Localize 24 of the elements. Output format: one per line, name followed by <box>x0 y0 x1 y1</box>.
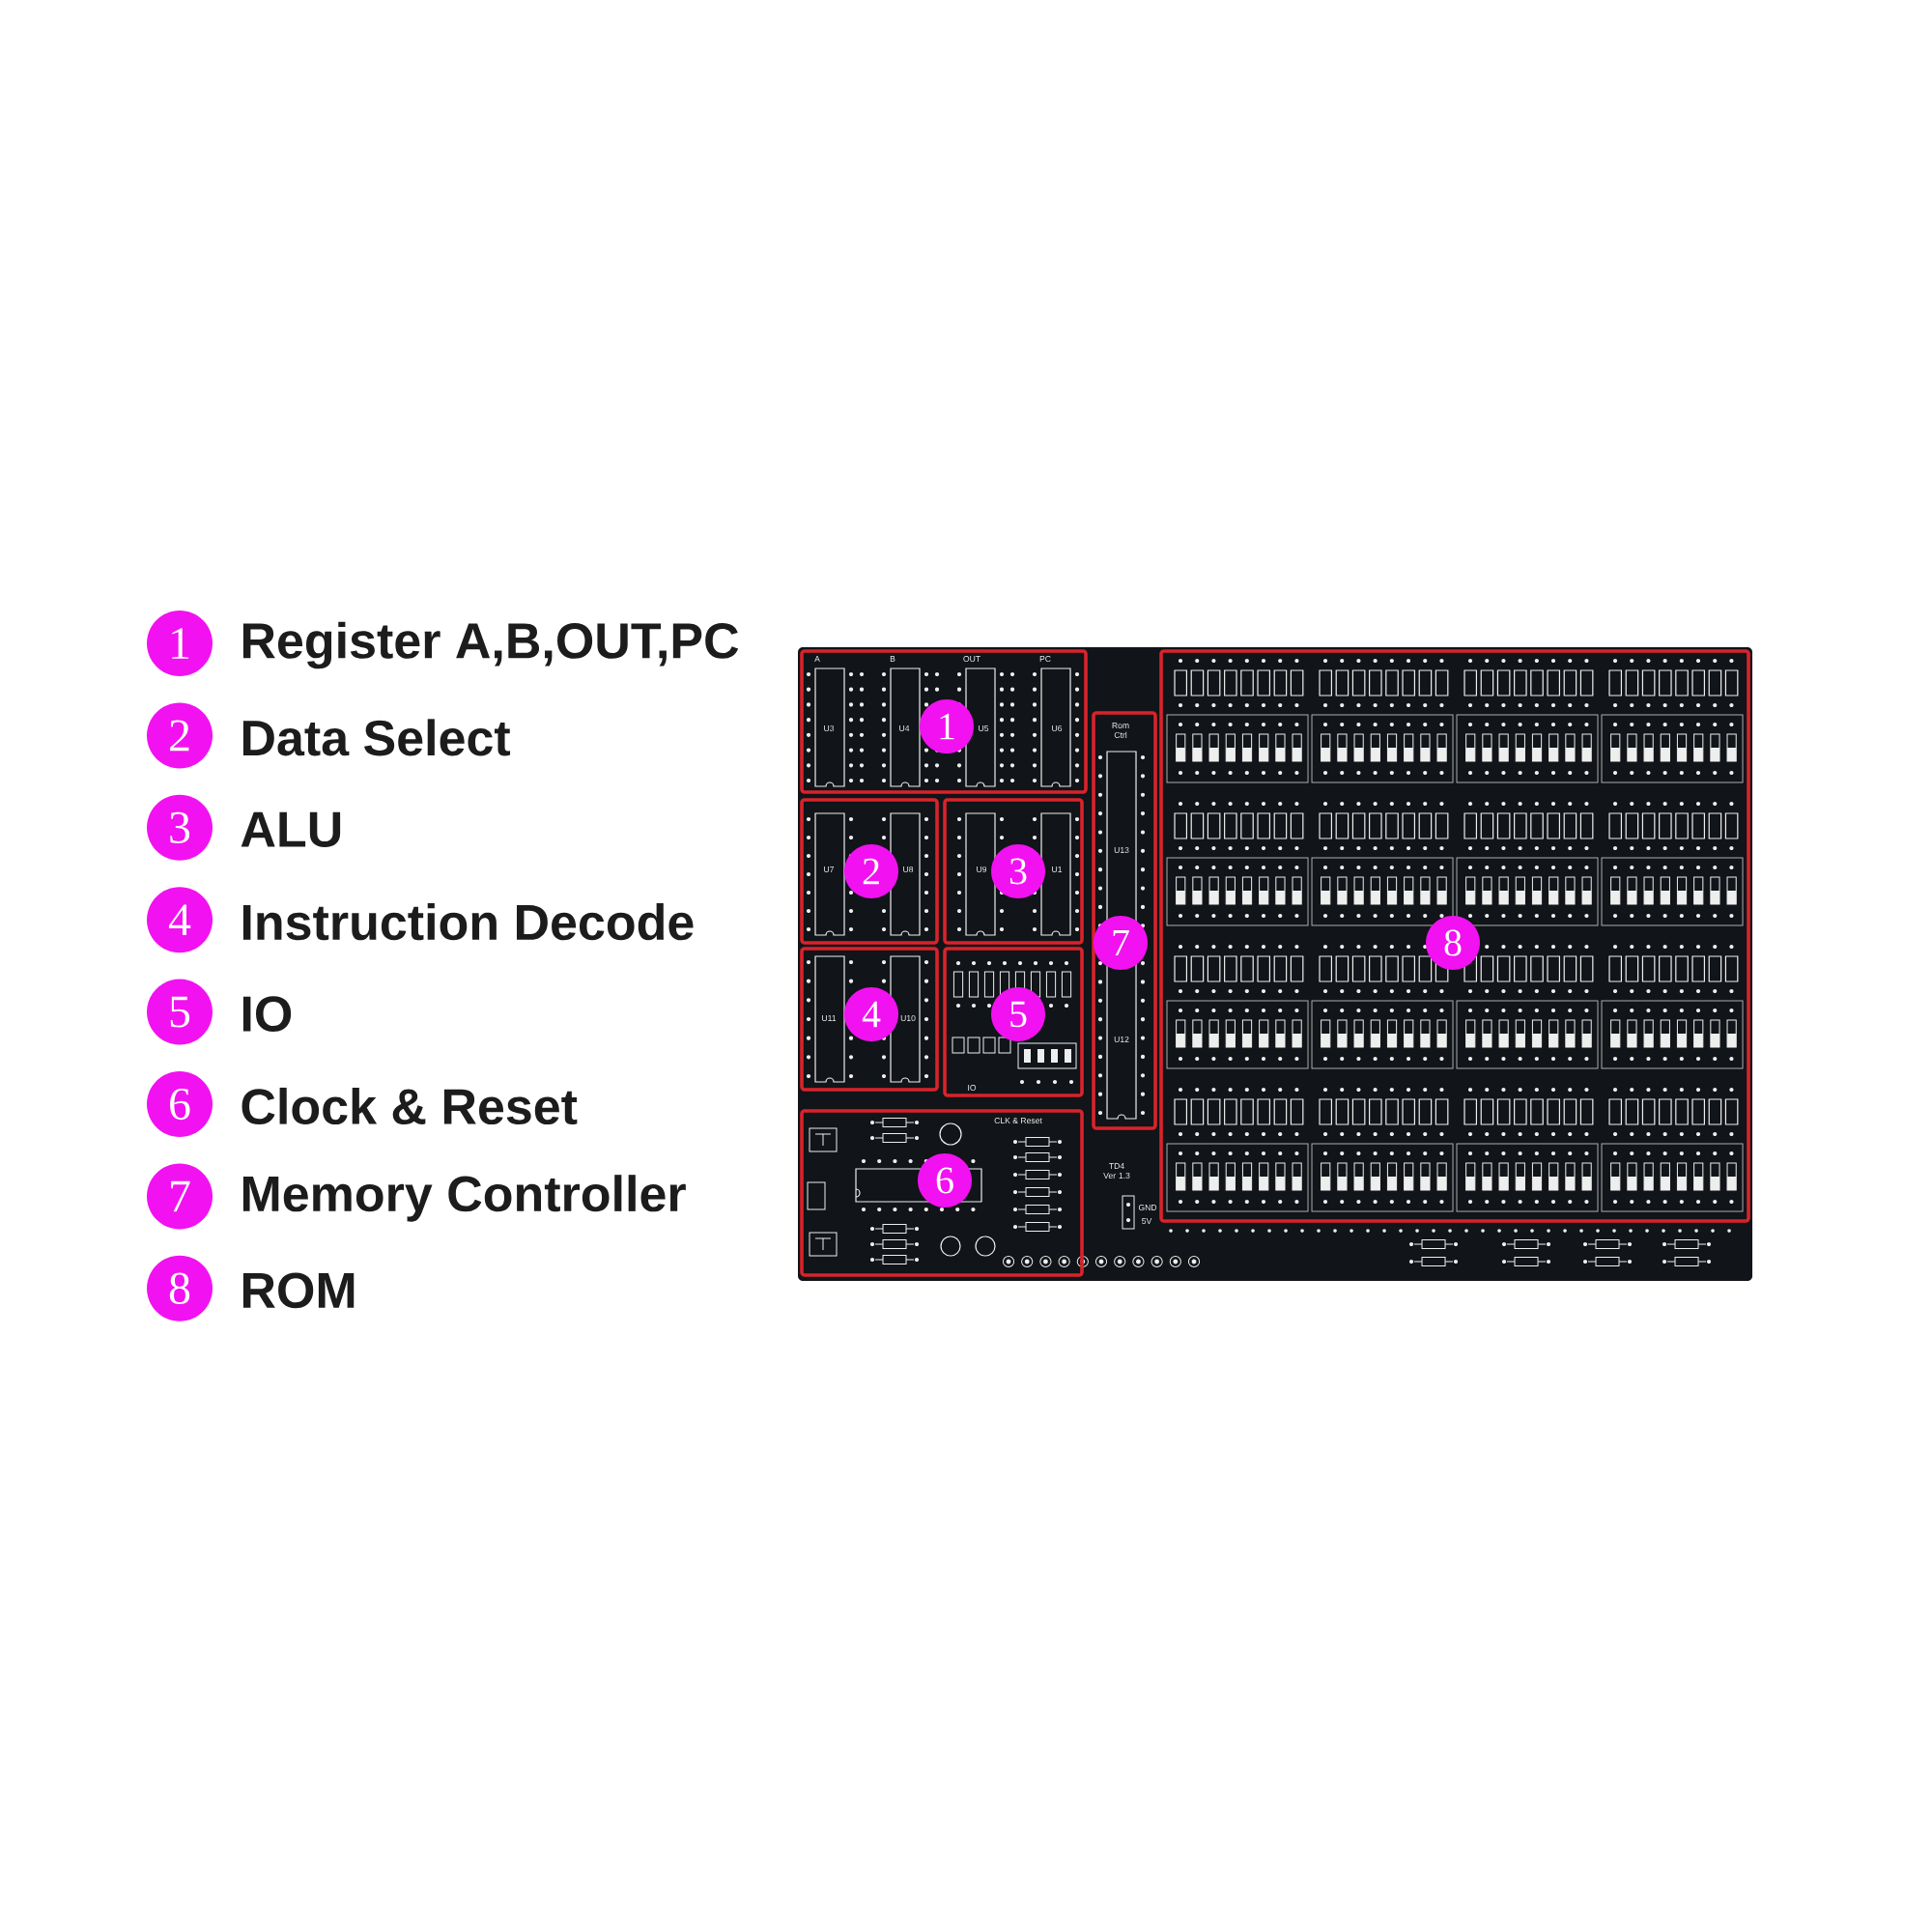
number-badge: 1 <box>920 699 974 753</box>
number-badge: 7 <box>147 1163 213 1230</box>
number-badge: 7 <box>1094 916 1148 970</box>
number-badge: 8 <box>147 1255 213 1321</box>
number-badge: 3 <box>991 844 1045 898</box>
item-label: ROM <box>242 1272 355 1309</box>
number-badge: 8 <box>1426 916 1481 970</box>
item-label: ALU <box>241 811 341 847</box>
item-label: Memory Controller <box>242 1175 686 1222</box>
item-label: Clock & Reset <box>242 1087 578 1125</box>
item-label: IO <box>242 996 292 1032</box>
number-badge: 6 <box>147 1071 213 1137</box>
number-badge: 4 <box>844 987 898 1041</box>
number-badge: 3 <box>147 794 213 861</box>
item-label: Data Select <box>242 719 511 756</box>
number-badge: 4 <box>147 887 213 953</box>
number-badge: 2 <box>844 844 898 898</box>
number-badge: 5 <box>991 987 1045 1041</box>
number-badge: 6 <box>918 1153 972 1208</box>
number-badge: 2 <box>147 702 213 769</box>
item-label: Register A,B,OUT,PC <box>242 621 739 669</box>
number-badge: 1 <box>147 611 213 676</box>
number-badge: 5 <box>147 979 213 1045</box>
item-label: Instruction Decode <box>242 903 694 941</box>
